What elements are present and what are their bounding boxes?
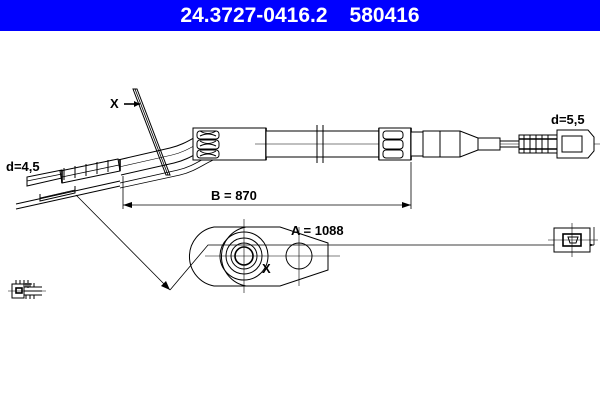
cable-assembly [15,125,600,210]
dimension-b: B = 870 [122,162,412,209]
detail-left-fitting-section [8,280,46,299]
view-arrow-x: X [110,96,140,111]
cable-adjuster-barrel [422,130,479,158]
detail-view-x-label: X [262,261,271,276]
right-end-fitting [556,129,595,159]
left-end-fitting [26,158,121,202]
diameter-right-label: d=5,5 [551,112,585,127]
header-banner: 24.3727-0416.2 580416 [0,0,600,31]
mounting-plate [132,88,171,176]
view-marker-top-label: X [110,96,119,111]
threaded-section [518,134,558,154]
cable-clamp-mid [378,127,412,161]
dimension-a-label: A = 1088 [291,223,344,238]
dimension-b-label: B = 870 [211,188,257,203]
detail-right-fitting-section [548,223,598,257]
header-part-number: 24.3727-0416.2 [180,3,328,27]
cable-clamp-upper [192,127,267,161]
header-article-number: 580416 [349,3,420,27]
drawing-canvas: X B = 870 [0,31,600,400]
diameter-left-label: d=4,5 [6,159,40,174]
dimension-a: A = 1088 [75,194,594,291]
detail-view-bracket: X [189,219,340,293]
